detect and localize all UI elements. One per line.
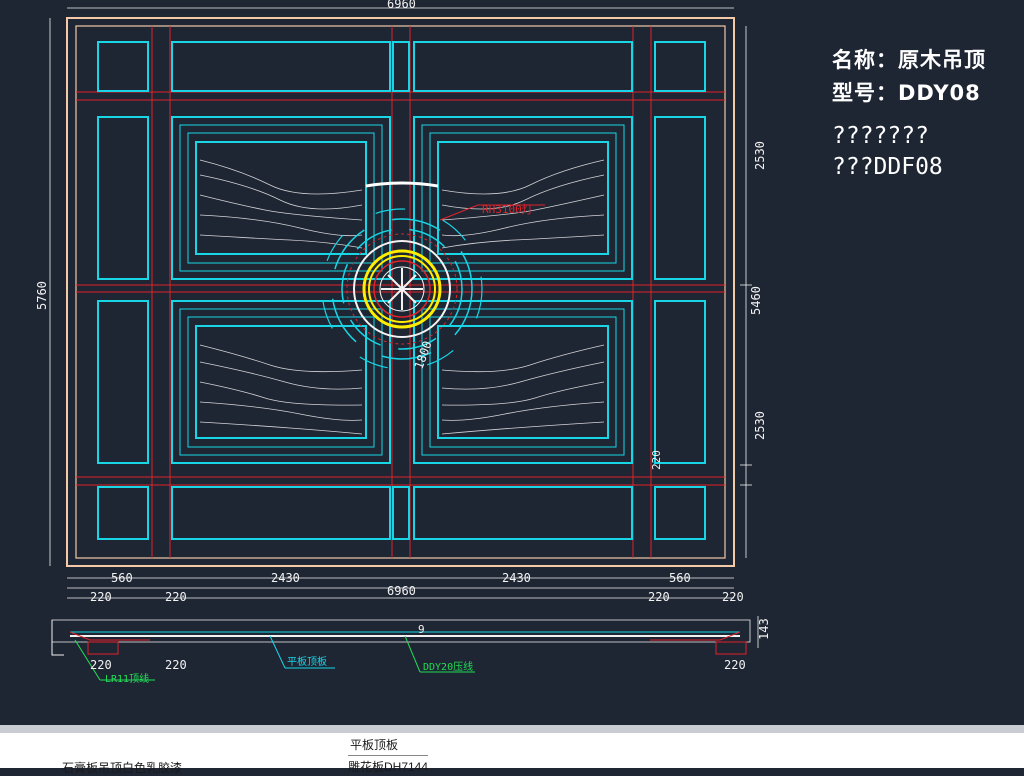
dim-bottom-220-b: 220	[165, 590, 187, 604]
dimension-lines	[49, 7, 752, 599]
dim-bottom-220-d: 220	[722, 590, 744, 604]
wood-grain	[199, 159, 605, 435]
panel-inner-lines	[179, 124, 625, 456]
panel-group	[97, 41, 706, 540]
dim-section-right-220: 220	[724, 658, 746, 672]
dim-bottom-1: 560	[111, 571, 133, 585]
dim-right-height: 5460	[749, 286, 763, 315]
dim-bottom-3: 2430	[502, 571, 531, 585]
drawing-sub-line-2: ???DDF08	[832, 154, 943, 180]
dim-section-left-220b: 220	[165, 658, 187, 672]
dim-bottom-220-c: 220	[648, 590, 670, 604]
center-callout-label: RH3100灯	[482, 203, 533, 216]
dim-section-left-220: 220	[90, 658, 112, 672]
dim-right-gap: 220	[650, 450, 663, 470]
dim-section-height: 143	[757, 618, 771, 640]
footer-right-sub: 雕花板DH7144	[348, 755, 429, 775]
section-label-2: 平板顶板	[287, 655, 327, 668]
dim-bottom-total: 6960	[387, 584, 416, 598]
center-top-arc	[365, 181, 439, 188]
section-label-1: LR11顶线	[105, 672, 149, 685]
center-callout: RH3100灯	[439, 203, 545, 221]
dim-right-upper: 2530	[753, 141, 767, 170]
center-medallion	[321, 208, 483, 370]
footer-strip: 石膏板吊顶白色乳胶漆 平板顶板 雕花板DH7144	[0, 725, 1024, 775]
dim-right-lower: 2530	[753, 411, 767, 440]
section-label-3: DDY20压线	[423, 660, 473, 673]
beam-grid	[76, 26, 725, 558]
drawing-model-title: 型号：DDY08	[832, 81, 981, 105]
center-dimension: 1800	[412, 339, 435, 371]
dim-bottom-2: 2430	[271, 571, 300, 585]
footer-right-title: 平板顶板	[350, 738, 399, 752]
section-drawing	[51, 616, 759, 681]
drawing-name-title: 名称：原木吊顶	[832, 48, 986, 72]
dim-bottom-220-a: 220	[90, 590, 112, 604]
dim-top-total: 6960	[387, 0, 416, 11]
drawing-sub-line-1: ???????	[832, 123, 929, 149]
dim-section-mid: 9	[418, 623, 425, 636]
outer-frame	[66, 17, 735, 567]
dim-left-height: 5760	[35, 281, 49, 310]
dim-bottom-4: 560	[669, 571, 691, 585]
